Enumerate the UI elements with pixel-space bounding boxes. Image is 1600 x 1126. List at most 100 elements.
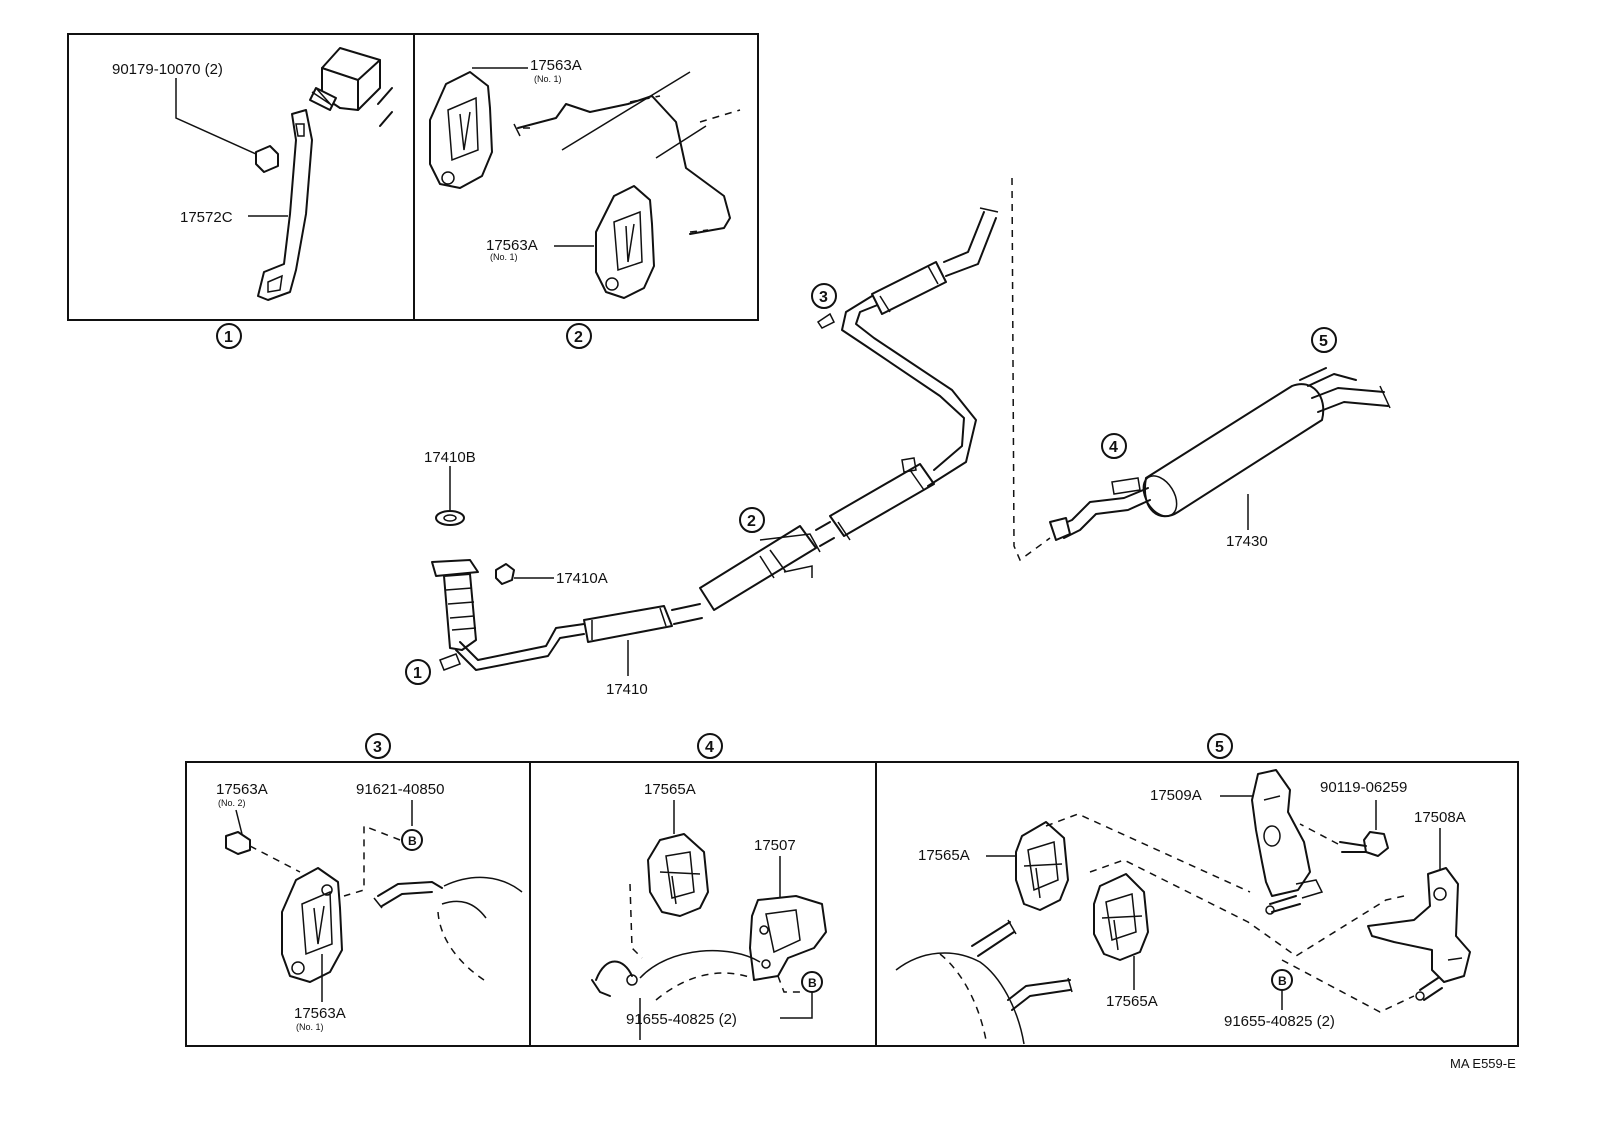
alignment-dash xyxy=(1011,177,1051,562)
bracket-17509a xyxy=(1251,769,1311,897)
rear-muffler-17430: 17430 xyxy=(1049,367,1391,550)
silencer-2-rings xyxy=(759,549,787,579)
svg-text:3: 3 xyxy=(373,739,382,756)
label-17410a: 17410A xyxy=(556,570,608,587)
bracket-17508a xyxy=(1367,867,1471,983)
hanger-detail-3 xyxy=(291,884,333,975)
bracket-17507 xyxy=(749,895,827,981)
stud-dash xyxy=(249,845,301,873)
label-90119-06259: 90119-06259 xyxy=(1320,779,1407,796)
inlet-flange xyxy=(1049,517,1071,541)
center-silencer-3 xyxy=(829,463,935,537)
rubber-hanger-17565a-d5a xyxy=(1015,821,1069,911)
bracket-17507-detail xyxy=(759,909,801,969)
flex-ribs xyxy=(445,587,477,631)
label-17572c: 17572C xyxy=(180,209,233,226)
label-17509a: 17509A xyxy=(1150,787,1202,804)
hanger-stub-3 xyxy=(901,457,917,473)
bracket-17572c xyxy=(257,109,313,301)
bracket-holes xyxy=(267,123,305,293)
callout-2-top: 2 xyxy=(566,323,592,349)
muffler-shell-outline xyxy=(895,952,1025,1045)
nut-90179 xyxy=(255,145,279,173)
callout-1-top: 1 xyxy=(216,323,242,349)
tail-pipe-cap xyxy=(979,207,999,213)
bolt-dash-3 xyxy=(343,824,401,897)
callout-5-main: 5 xyxy=(1311,327,1337,353)
rubber-hanger-17565a-d4 xyxy=(647,833,709,917)
leader-17563a-no2 xyxy=(235,809,243,835)
gasket-17410b xyxy=(435,510,465,526)
detail-1-panel: 90179-10070 (2) 17572C xyxy=(67,33,415,321)
callout-3-main: 3 xyxy=(811,283,837,309)
rubber-hanger-lower-detail xyxy=(605,210,643,291)
bolt-90119-shank xyxy=(1339,841,1367,853)
mid-pipe-2 xyxy=(815,521,835,547)
label-17508a: 17508A xyxy=(1414,809,1466,826)
label-90179-10070: 90179-10070 (2) xyxy=(112,61,223,78)
bolt-90119 xyxy=(1363,831,1389,857)
hanger-detail-4 xyxy=(659,851,701,905)
detail-5-panel: 17565A 17565A 17509A 90119-06259 17508A xyxy=(875,761,1519,1047)
label-17563a-no2: 17563A xyxy=(216,781,268,798)
resonator xyxy=(871,261,947,315)
nut-17410a xyxy=(495,563,515,585)
svg-text:2: 2 xyxy=(747,513,756,530)
label-17563a-no1: 17563A xyxy=(294,1005,346,1022)
svg-text:5: 5 xyxy=(1319,333,1328,350)
label-91655-40825-d5: 91655-40825 (2) xyxy=(1224,1013,1335,1030)
assembly-dash-d5 xyxy=(1045,813,1415,1013)
rear-pipe-bend xyxy=(841,295,977,487)
callout-1-main: 1 xyxy=(405,659,431,685)
bracket-17509a-detail xyxy=(1263,795,1324,899)
svg-text:2: 2 xyxy=(574,329,583,346)
label-91655-40825-d4: 91655-40825 (2) xyxy=(626,1011,737,1028)
svg-text:4: 4 xyxy=(705,739,714,756)
label-91621-40850: 91621-40850 xyxy=(356,781,444,798)
pipe-stub-d5b-cap xyxy=(1067,977,1073,993)
pipe-dash-4 xyxy=(655,972,753,1001)
muffler-shell-dash xyxy=(939,953,987,1041)
pin-end-4 xyxy=(626,974,638,986)
callout-5-bottom: 5 xyxy=(1207,733,1233,759)
detail-3-panel: 17563A (No. 2) 17563A (No. 1) 91621-4085… xyxy=(185,761,531,1047)
muffler-inlet-pipe xyxy=(1057,487,1151,539)
front-pipe-flex xyxy=(443,573,477,651)
rubber-hanger-17563a-no1 xyxy=(281,867,343,983)
svg-text:4: 4 xyxy=(1109,439,1118,456)
body-floor-line xyxy=(561,71,707,159)
bracket-17509a-pin xyxy=(1269,895,1301,913)
hanger-d5a-detail xyxy=(1023,841,1063,899)
label-17507: 17507 xyxy=(754,837,796,854)
floor-dashes xyxy=(629,95,741,233)
label-17563a-upper: 17563A xyxy=(530,57,582,74)
callout-4-bottom: 4 xyxy=(697,733,723,759)
rod-3-end xyxy=(373,897,383,909)
front-pipe-bend xyxy=(455,623,585,671)
rubber-hanger-upper xyxy=(429,71,493,189)
silencer-1-rings xyxy=(591,607,667,640)
stud-17563a-no2 xyxy=(225,831,251,855)
hanger-pin-4 xyxy=(591,960,633,997)
bracket-17508a-pin xyxy=(1419,977,1443,1001)
body-block xyxy=(321,47,381,111)
leader-90179 xyxy=(175,78,257,155)
front-pipe-flange xyxy=(431,559,479,577)
pipe-stub-d5b xyxy=(1007,979,1071,1011)
callout-3-bottom: 3 xyxy=(365,733,391,759)
hanger-rod-2 xyxy=(759,533,821,578)
bolt-thread xyxy=(311,87,333,107)
rubber-hanger-lower xyxy=(595,185,655,299)
bracket-17508a-detail xyxy=(1433,887,1463,961)
label-17563a-no2-sub: (No. 2) xyxy=(218,798,246,808)
pipe-outline-3 xyxy=(441,876,523,919)
label-17410b: 17410B xyxy=(424,449,476,466)
label-17563a-upper-sub: (No. 1) xyxy=(534,74,562,84)
detail-2-panel: 17563A (No. 1) 17563A (No. 1) xyxy=(413,33,759,321)
detail-2-frame xyxy=(413,33,759,321)
label-17565a-d5-center: 17565A xyxy=(1106,993,1158,1010)
pipe-stub-d5a xyxy=(971,921,1015,957)
label-17565a-d5-left: 17565A xyxy=(918,847,970,864)
mid-pipe-1 xyxy=(671,603,703,625)
